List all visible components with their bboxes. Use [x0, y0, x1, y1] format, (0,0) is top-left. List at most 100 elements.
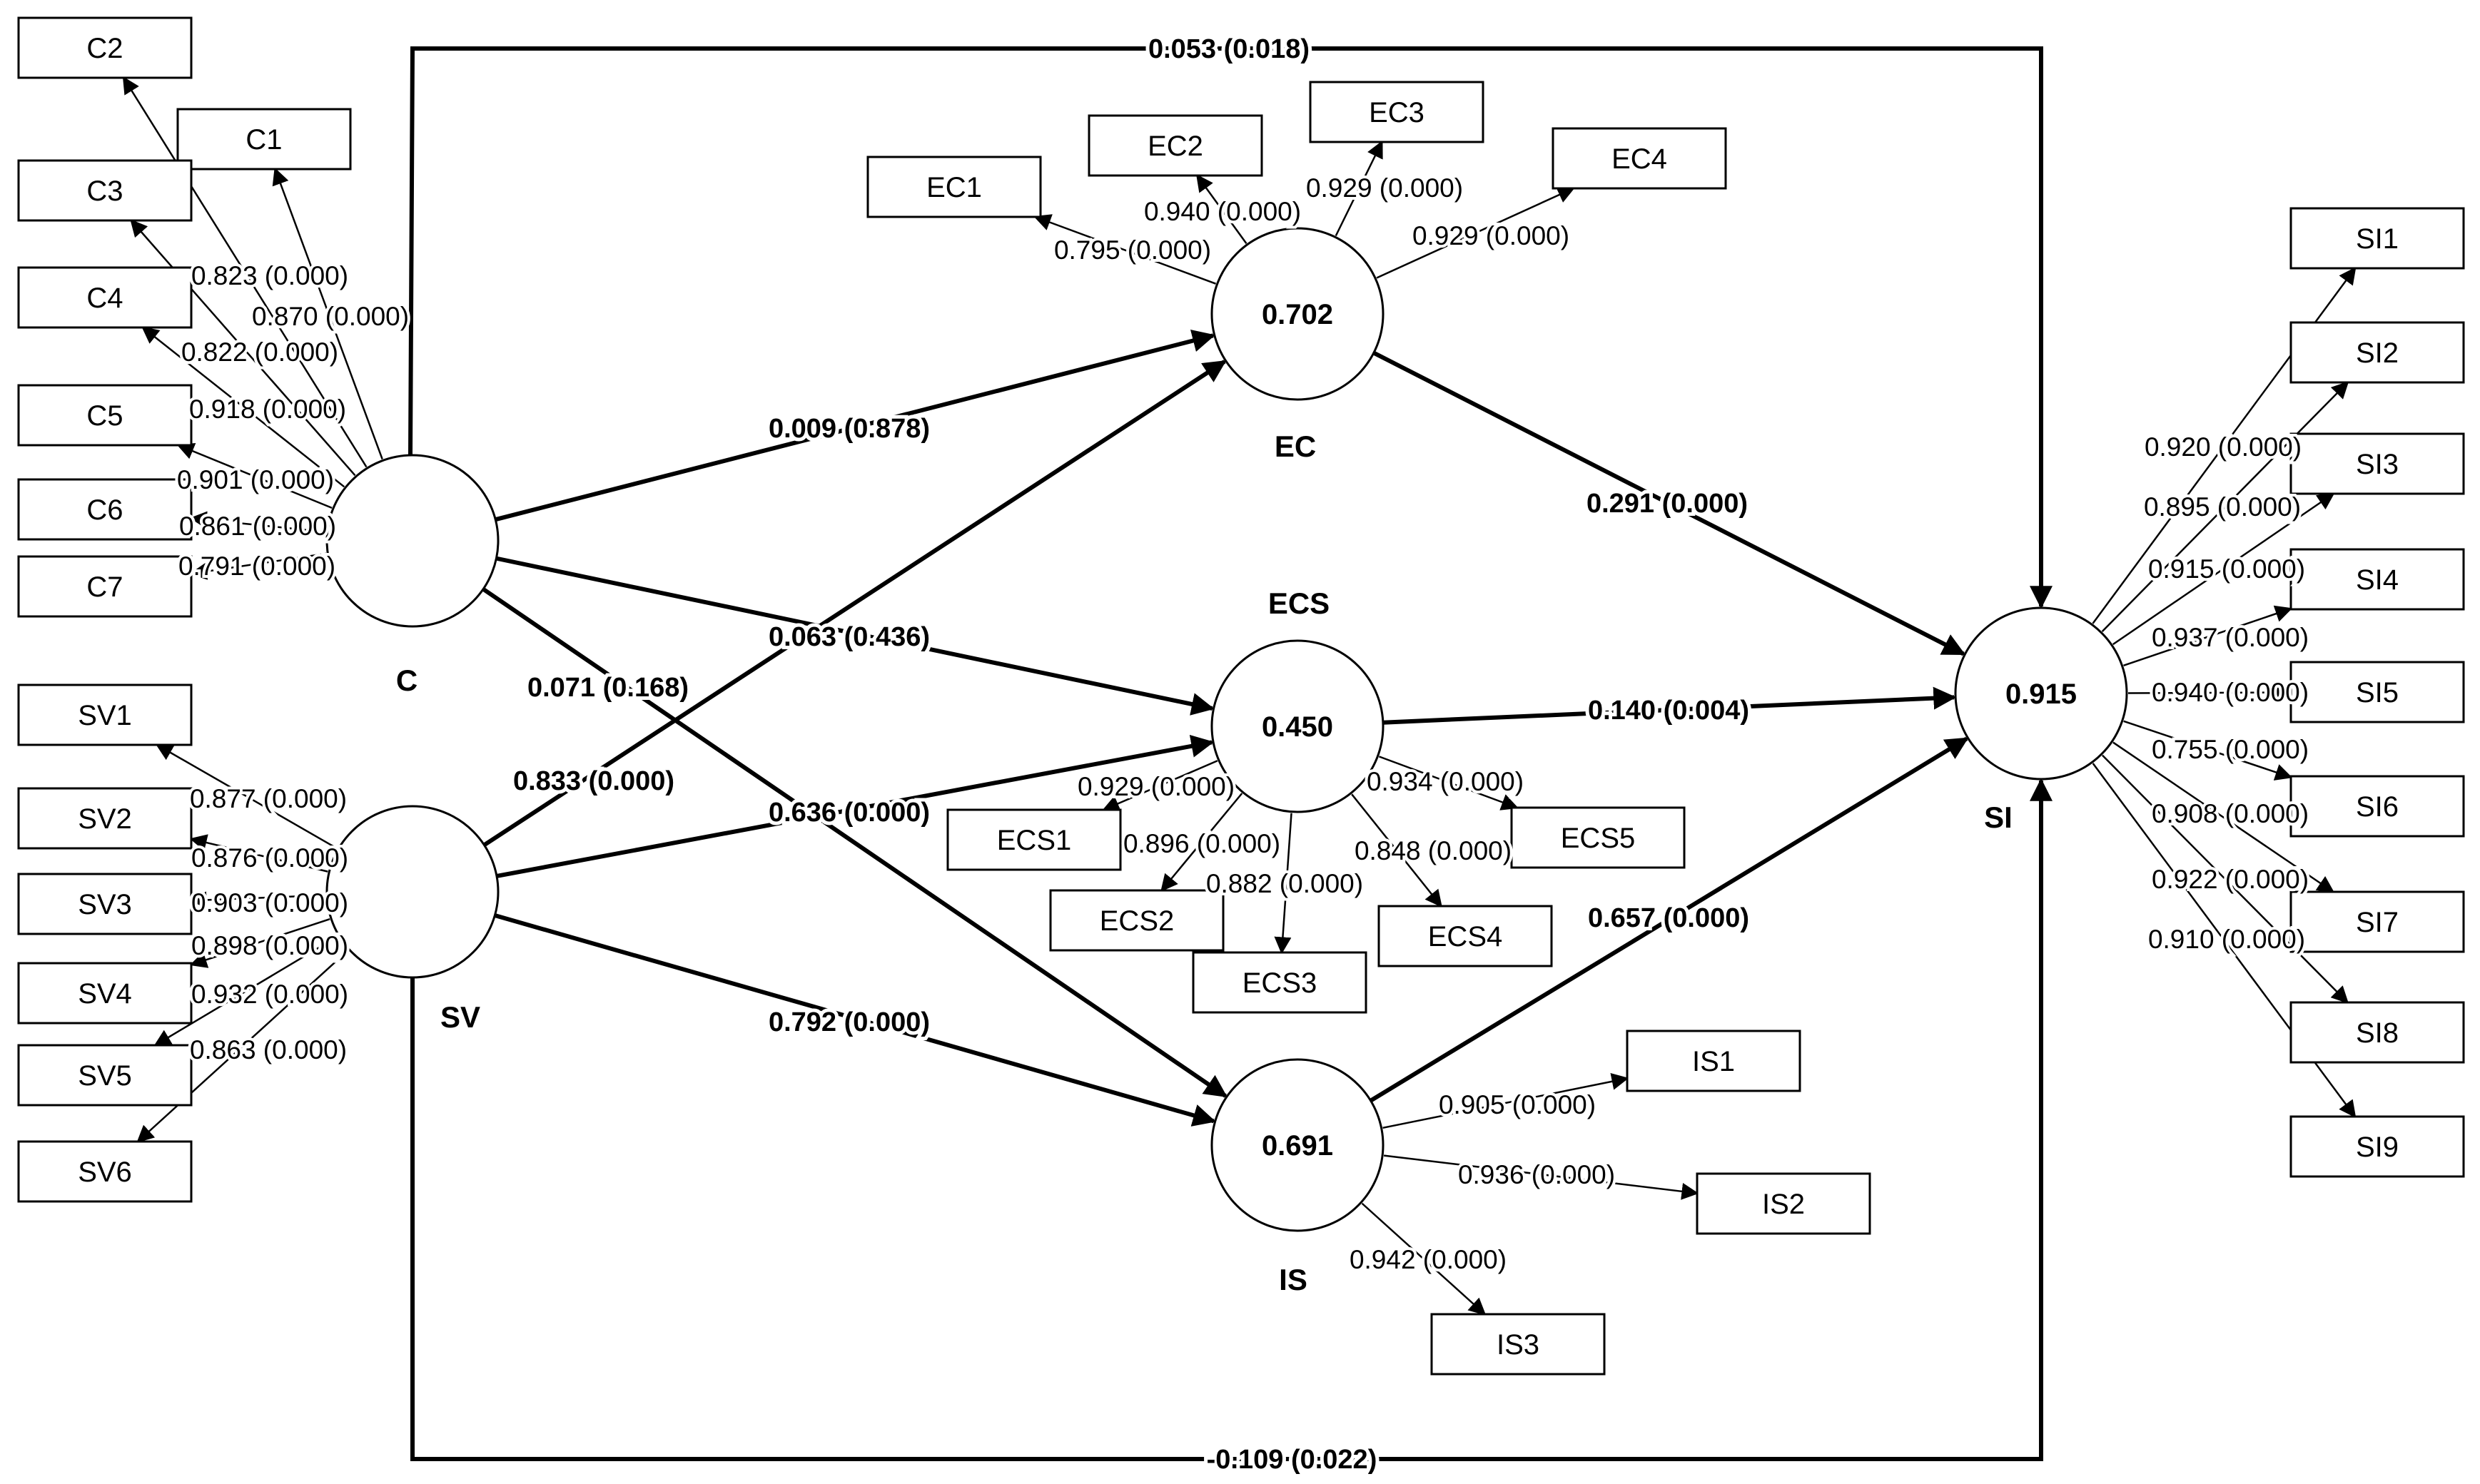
- path-coef-c-is: 0.071 (0.168): [527, 673, 689, 703]
- indicator-label-si7: SI7: [2356, 907, 2399, 938]
- indicator-label-si2: SI2: [2356, 337, 2399, 369]
- indicator-box-c4[interactable]: [17, 266, 193, 329]
- indicator-label-ecs1: ECS1: [997, 825, 1072, 856]
- indicator-label-c6: C6: [86, 494, 123, 526]
- indicator-box-sv6[interactable]: [17, 1140, 193, 1203]
- loading-arrow-sv3: [189, 891, 326, 909]
- indicator-box-sv2[interactable]: [17, 787, 193, 850]
- construct-ecs[interactable]: [1210, 639, 1385, 813]
- indicator-box-sv4[interactable]: [17, 962, 193, 1025]
- indicator-label-c1: C1: [246, 124, 282, 156]
- construct-sv[interactable]: [325, 805, 500, 979]
- loading-value-ecs1: 0.929 (0.000): [1078, 772, 1235, 801]
- indicator-box-si2[interactable]: [2289, 321, 2465, 384]
- indicator-box-is1[interactable]: [1626, 1030, 1801, 1092]
- indicator-box-si1[interactable]: [2289, 207, 2465, 270]
- path-coef-sv-ecs: 0.636 (0.000): [769, 798, 930, 828]
- indicator-box-c7[interactable]: [17, 555, 193, 618]
- indicator-label-ec1: EC1: [926, 172, 982, 203]
- loading-arrow-si4: [2123, 605, 2293, 666]
- loading-arrow-ecs2: [1160, 793, 1243, 892]
- path-coef-sv-si: -0.109 (0.022): [1207, 1445, 1377, 1475]
- indicator-box-c6[interactable]: [17, 478, 193, 541]
- loading-value-sv1: 0.877 (0.000): [190, 784, 347, 813]
- path-coef-ecs-si: 0.140 (0.004): [1588, 696, 1749, 726]
- loading-value-ecs2: 0.896 (0.000): [1123, 829, 1280, 858]
- indicator-label-ec3: EC3: [1369, 97, 1424, 128]
- indicator-box-ecs4[interactable]: [1377, 905, 1553, 967]
- indicator-box-ecs3[interactable]: [1192, 951, 1367, 1014]
- indicator-box-si6[interactable]: [2289, 775, 2465, 838]
- indicator-box-ecs1[interactable]: [946, 808, 1122, 871]
- loading-arrow-sv4: [189, 918, 330, 968]
- loading-value-si6: 0.755 (0.000): [2152, 735, 2309, 764]
- r-squared-ecs: 0.450: [1262, 711, 1333, 743]
- loading-value-ec2: 0.940 (0.000): [1144, 197, 1301, 226]
- loading-value-ec4: 0.929 (0.000): [1412, 221, 1569, 250]
- indicator-box-is2[interactable]: [1696, 1172, 1871, 1235]
- indicator-box-si9[interactable]: [2289, 1115, 2465, 1178]
- indicator-box-ec1[interactable]: [866, 156, 1042, 218]
- indicator-label-si3: SI3: [2356, 449, 2399, 480]
- construct-name-is: IS: [1279, 1263, 1307, 1296]
- indicator-label-si4: SI4: [2356, 564, 2399, 596]
- indicator-box-si8[interactable]: [2289, 1001, 2465, 1064]
- construct-si[interactable]: [1954, 606, 2128, 781]
- loading-value-ec3: 0.929 (0.000): [1306, 173, 1463, 203]
- indicator-box-c3[interactable]: [17, 159, 193, 222]
- path-coef-ec-si: 0.291 (0.000): [1586, 489, 1748, 519]
- loading-arrow-si7: [2112, 741, 2335, 893]
- loading-arrow-ec2: [1196, 174, 1247, 244]
- indicator-label-sv4: SV4: [78, 978, 132, 1010]
- indicator-box-c5[interactable]: [17, 384, 193, 447]
- loading-value-c4: 0.918 (0.000): [189, 395, 346, 424]
- construct-name-sv: SV: [440, 1000, 480, 1034]
- construct-name-ec: EC: [1275, 430, 1316, 463]
- loading-arrow-is1: [1382, 1073, 1629, 1129]
- path-coef-sv-is: 0.792 (0.000): [769, 1007, 930, 1037]
- loading-value-si9: 0.910 (0.000): [2148, 925, 2305, 954]
- loading-arrow-sv2: [189, 834, 328, 873]
- r-squared-ec: 0.702: [1262, 299, 1333, 330]
- path-arrow-ec-si: [1372, 350, 1966, 656]
- indicator-label-c4: C4: [86, 283, 123, 314]
- construct-c[interactable]: [325, 454, 500, 628]
- loading-arrow-sv5: [153, 935, 338, 1047]
- indicator-label-si1: SI1: [2356, 223, 2399, 255]
- path-arrow-c-ecs: [495, 556, 1215, 716]
- indicator-label-sv2: SV2: [78, 803, 132, 835]
- construct-ec[interactable]: [1210, 227, 1385, 401]
- indicator-box-c2[interactable]: [17, 16, 193, 79]
- loading-value-si1: 0.920 (0.000): [2145, 432, 2302, 462]
- loading-arrow-ec4: [1376, 187, 1575, 279]
- indicator-box-c1[interactable]: [176, 108, 352, 171]
- indicator-label-ec2: EC2: [1148, 131, 1203, 162]
- indicator-box-sv1[interactable]: [17, 683, 193, 746]
- loading-arrow-ecs4: [1351, 793, 1442, 908]
- path-arrow-c-ec: [495, 329, 1215, 522]
- indicator-box-si5[interactable]: [2289, 661, 2465, 723]
- loading-arrow-si8: [2102, 754, 2349, 1004]
- indicator-label-is3: IS3: [1497, 1329, 1539, 1361]
- indicator-box-sv5[interactable]: [17, 1044, 193, 1107]
- loading-value-si2: 0.895 (0.000): [2144, 492, 2301, 522]
- indicator-box-si4[interactable]: [2289, 548, 2465, 611]
- indicator-label-is1: IS1: [1692, 1046, 1735, 1077]
- loading-arrow-si6: [2123, 720, 2293, 781]
- indicator-box-is3[interactable]: [1430, 1313, 1606, 1376]
- indicator-box-ec2[interactable]: [1088, 114, 1263, 177]
- loading-value-ec1: 0.795 (0.000): [1054, 235, 1211, 265]
- path-arrow-sv-ec: [482, 360, 1227, 847]
- construct-is[interactable]: [1210, 1058, 1385, 1232]
- indicator-box-ec4[interactable]: [1552, 127, 1727, 190]
- indicator-box-si7[interactable]: [2289, 890, 2465, 953]
- loading-arrow-si2: [2101, 381, 2349, 632]
- indicator-box-ecs5[interactable]: [1510, 806, 1686, 869]
- loading-value-is2: 0.936 (0.000): [1458, 1160, 1615, 1189]
- indicator-box-ecs2[interactable]: [1049, 889, 1225, 952]
- indicator-box-ec3[interactable]: [1309, 81, 1484, 143]
- indicator-box-si3[interactable]: [2289, 432, 2465, 495]
- indicator-box-sv3[interactable]: [17, 873, 193, 935]
- loading-arrow-sv1: [155, 743, 338, 850]
